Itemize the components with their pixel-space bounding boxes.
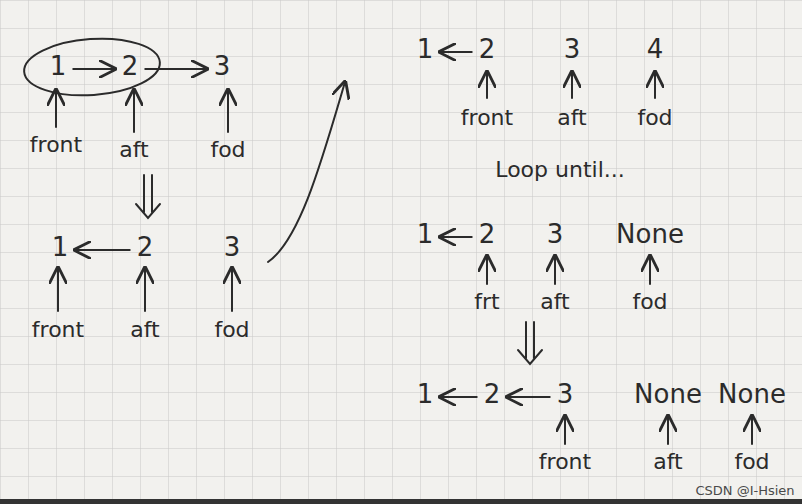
list-node: None (716, 380, 788, 410)
circle-mark (22, 34, 162, 99)
pointer-link (75, 249, 129, 251)
list-node: None (632, 380, 704, 410)
pointer-link (507, 396, 549, 398)
pointer-label: fod (734, 449, 769, 474)
node-value: None (718, 379, 786, 409)
node-value: 2 (479, 34, 496, 64)
list-node: 3 (212, 52, 233, 82)
pointer-label: aft (119, 137, 148, 162)
watermark: CSDN @I-Hsien (695, 484, 794, 499)
pointer-label: aft (557, 105, 586, 130)
node-value: 3 (214, 51, 231, 81)
node-value: None (634, 379, 702, 409)
list-node: 2 (477, 220, 498, 250)
node-value: 3 (224, 232, 241, 262)
list-node: 3 (545, 220, 566, 250)
node-value: 1 (50, 51, 67, 81)
node-value: 1 (417, 34, 434, 64)
pointer-link (440, 236, 471, 238)
node-value: 1 (417, 219, 434, 249)
pointer-label: front (461, 105, 513, 130)
pointer-arrows (56, 72, 752, 444)
node-value: 1 (52, 232, 69, 262)
pointer-label: aft (130, 317, 159, 342)
list-node: 4 (645, 35, 666, 65)
pointer-label: aft (540, 289, 569, 314)
list-node: 2 (135, 233, 156, 263)
node-value: 3 (547, 219, 564, 249)
list-node: 1 (50, 233, 71, 263)
pointer-label: fod (632, 289, 667, 314)
list-node: None (614, 220, 686, 250)
node-value: 4 (647, 34, 664, 64)
list-node: 3 (562, 35, 583, 65)
node-value: 3 (564, 34, 581, 64)
node-value: None (616, 219, 684, 249)
list-node: 3 (555, 380, 576, 410)
pointer-link (440, 51, 471, 53)
pointer-label: front (539, 449, 591, 474)
pointer-label: front (32, 317, 84, 342)
list-node: 3 (222, 233, 243, 263)
pointer-label: Loop until... (495, 157, 624, 182)
pointer-label: front (30, 132, 82, 157)
list-node: 1 (415, 220, 436, 250)
node-value: 2 (122, 51, 139, 81)
pointer-label: fod (210, 137, 245, 162)
pointer-link (440, 396, 476, 398)
node-value: 3 (557, 379, 574, 409)
node-value: 2 (137, 232, 154, 262)
node-value: 2 (484, 379, 501, 409)
list-node: 1 (415, 35, 436, 65)
pointer-link (73, 68, 114, 70)
pointer-label: fod (637, 105, 672, 130)
pointer-label: fod (214, 317, 249, 342)
pointer-label: frt (474, 289, 499, 314)
pointer-link (145, 68, 206, 70)
list-node: 2 (482, 380, 503, 410)
list-node: 1 (415, 380, 436, 410)
list-node: 1 (48, 52, 69, 82)
list-node: 2 (477, 35, 498, 65)
list-node: 2 (120, 52, 141, 82)
pointer-label: aft (653, 449, 682, 474)
double-arrow (136, 175, 542, 364)
node-value: 2 (479, 219, 496, 249)
node-value: 1 (417, 379, 434, 409)
curved-arrow (268, 82, 345, 262)
